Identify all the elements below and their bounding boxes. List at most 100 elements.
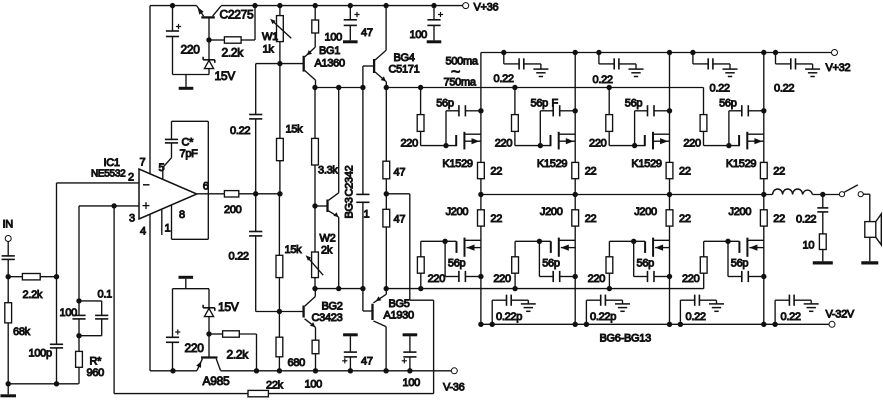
svg-text:15V: 15V xyxy=(218,300,239,314)
svg-text:R*: R* xyxy=(90,356,103,368)
svg-text:2k: 2k xyxy=(321,245,333,257)
svg-text:W1: W1 xyxy=(262,31,278,43)
svg-text:220: 220 xyxy=(682,273,700,285)
svg-text:56p: 56p xyxy=(637,258,655,270)
svg-text:C*: C* xyxy=(182,136,195,148)
svg-text:220: 220 xyxy=(589,138,607,150)
svg-text:BG1: BG1 xyxy=(319,45,340,57)
svg-text:W2: W2 xyxy=(320,233,336,245)
svg-text:8: 8 xyxy=(179,209,185,221)
svg-text:J200: J200 xyxy=(540,206,563,218)
svg-text:0.22: 0.22 xyxy=(230,125,250,137)
svg-text:NE5532: NE5532 xyxy=(91,168,126,179)
svg-text:1k: 1k xyxy=(263,44,275,56)
svg-text:V-36: V-36 xyxy=(443,382,465,394)
svg-text:220: 220 xyxy=(428,273,446,285)
svg-text:220: 220 xyxy=(185,341,205,355)
svg-text:F: F xyxy=(552,98,559,110)
svg-text:0.22: 0.22 xyxy=(593,74,613,86)
svg-text:C2275: C2275 xyxy=(220,8,254,22)
svg-text:22: 22 xyxy=(585,166,597,178)
svg-text:C5171: C5171 xyxy=(389,64,420,76)
svg-text:6: 6 xyxy=(203,181,209,193)
svg-text:100p: 100p xyxy=(29,348,52,360)
svg-text:200: 200 xyxy=(224,204,242,216)
svg-text:22: 22 xyxy=(679,213,691,225)
svg-text:1: 1 xyxy=(364,209,370,221)
svg-text:15k: 15k xyxy=(285,244,303,256)
svg-text:22: 22 xyxy=(490,166,502,178)
svg-text:A1930: A1930 xyxy=(384,310,414,322)
svg-text:0.1: 0.1 xyxy=(98,289,113,301)
svg-text:750ma: 750ma xyxy=(444,77,477,89)
svg-text:56p: 56p xyxy=(448,258,466,270)
svg-text:BG5: BG5 xyxy=(389,298,410,310)
svg-text:V+36: V+36 xyxy=(474,2,499,14)
svg-text:56p: 56p xyxy=(531,98,549,110)
svg-text:J200: J200 xyxy=(634,206,657,218)
svg-text:BG3: BG3 xyxy=(344,197,356,218)
svg-text:47: 47 xyxy=(394,214,406,226)
svg-text:47: 47 xyxy=(394,167,406,179)
svg-text:220: 220 xyxy=(493,273,511,285)
svg-text:0.22: 0.22 xyxy=(781,311,801,323)
svg-text:220: 220 xyxy=(495,138,513,150)
svg-text:5: 5 xyxy=(159,162,165,174)
svg-text:K1529: K1529 xyxy=(631,158,661,170)
svg-text:100: 100 xyxy=(410,29,428,41)
svg-text:960: 960 xyxy=(87,367,105,379)
svg-text:56p: 56p xyxy=(542,258,560,270)
svg-text:2.2k: 2.2k xyxy=(227,348,250,362)
svg-text:BG4: BG4 xyxy=(394,52,415,64)
svg-text:56p: 56p xyxy=(719,98,737,110)
svg-text:V-32V: V-32V xyxy=(826,309,855,321)
svg-text:2.2k: 2.2k xyxy=(222,46,245,60)
svg-text:220: 220 xyxy=(181,43,201,57)
svg-text:0.22: 0.22 xyxy=(686,311,706,323)
svg-text:220: 220 xyxy=(588,273,606,285)
svg-text:100: 100 xyxy=(60,307,78,319)
svg-text:100: 100 xyxy=(305,379,323,391)
svg-text:C3423: C3423 xyxy=(312,312,343,324)
svg-text:0.22: 0.22 xyxy=(229,251,249,263)
svg-text:C2342: C2342 xyxy=(344,165,356,196)
svg-text:22: 22 xyxy=(585,213,597,225)
svg-text:220: 220 xyxy=(683,138,701,150)
svg-text:K1529: K1529 xyxy=(537,158,567,170)
svg-text:22k: 22k xyxy=(266,380,284,392)
svg-text:~: ~ xyxy=(451,64,460,81)
svg-text:10: 10 xyxy=(803,240,815,252)
svg-text:68k: 68k xyxy=(13,326,31,338)
svg-text:22: 22 xyxy=(773,166,785,178)
svg-text:3.3k: 3.3k xyxy=(318,165,338,177)
svg-text:15k: 15k xyxy=(286,124,304,136)
svg-text:K1529: K1529 xyxy=(442,158,472,170)
svg-text:IC1: IC1 xyxy=(104,157,120,169)
svg-text:K1529: K1529 xyxy=(726,158,756,170)
svg-text:0.22: 0.22 xyxy=(494,73,514,85)
svg-text:56p: 56p xyxy=(436,98,454,110)
svg-text:4: 4 xyxy=(140,226,146,238)
svg-text:47: 47 xyxy=(361,356,373,368)
svg-text:56p: 56p xyxy=(625,98,643,110)
svg-text:15V: 15V xyxy=(215,69,236,83)
svg-text:680: 680 xyxy=(288,357,306,369)
svg-text:J200: J200 xyxy=(729,206,752,218)
svg-text:100: 100 xyxy=(325,32,343,44)
svg-text:2: 2 xyxy=(128,172,134,184)
svg-text:47: 47 xyxy=(361,27,373,39)
svg-text:J200: J200 xyxy=(446,206,469,218)
svg-text:500ma: 500ma xyxy=(446,56,479,68)
svg-text:BG2: BG2 xyxy=(322,301,343,313)
svg-text:0.22p: 0.22p xyxy=(590,311,616,323)
svg-text:BG6-BG13: BG6-BG13 xyxy=(600,333,652,345)
svg-text:2.2k: 2.2k xyxy=(23,289,43,301)
svg-text:A1360: A1360 xyxy=(315,58,345,70)
svg-text:0.22p: 0.22p xyxy=(496,311,522,323)
svg-text:V+32: V+32 xyxy=(826,62,851,74)
svg-text:220: 220 xyxy=(400,138,418,150)
svg-text:0.22: 0.22 xyxy=(774,83,794,95)
svg-text:1: 1 xyxy=(165,222,171,234)
svg-text:3: 3 xyxy=(129,212,135,224)
svg-text:0.22: 0.22 xyxy=(710,83,730,95)
